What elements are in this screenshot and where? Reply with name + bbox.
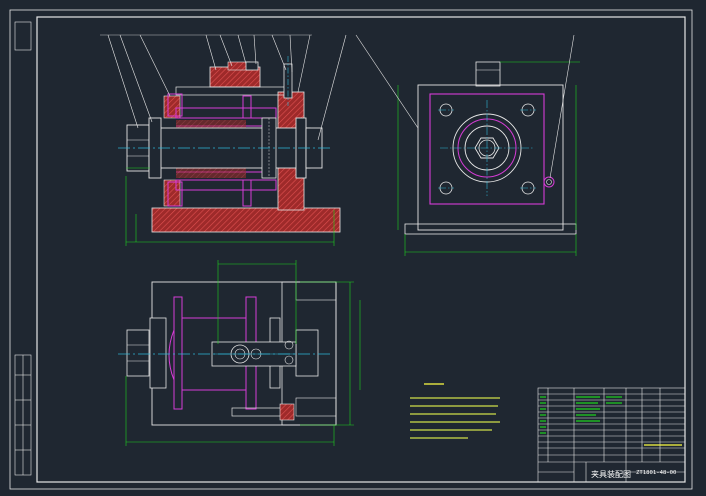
drawing-name: 夹具装配图 <box>591 470 631 479</box>
top-view <box>118 260 361 446</box>
top-dimensions <box>125 260 361 446</box>
front-leaders <box>100 34 347 141</box>
top-left-nut <box>126 329 150 377</box>
front-view <box>100 34 347 246</box>
drawing-number: ZT1801-48-00 <box>636 470 677 476</box>
outer-frame <box>9 9 693 490</box>
title-block <box>537 387 686 483</box>
side-pin <box>543 176 555 188</box>
title-block-fills <box>540 396 682 446</box>
left-margin-strip <box>14 21 32 476</box>
front-dimensions <box>125 167 335 246</box>
side-body <box>417 84 564 231</box>
side-view <box>355 34 580 256</box>
technical-notes-lines <box>410 383 500 439</box>
base-plate-section <box>151 207 341 233</box>
side-workpiece-plate <box>429 93 545 205</box>
inner-frame <box>36 16 686 483</box>
side-dimensions <box>397 61 580 256</box>
top-right-nut <box>295 329 319 377</box>
